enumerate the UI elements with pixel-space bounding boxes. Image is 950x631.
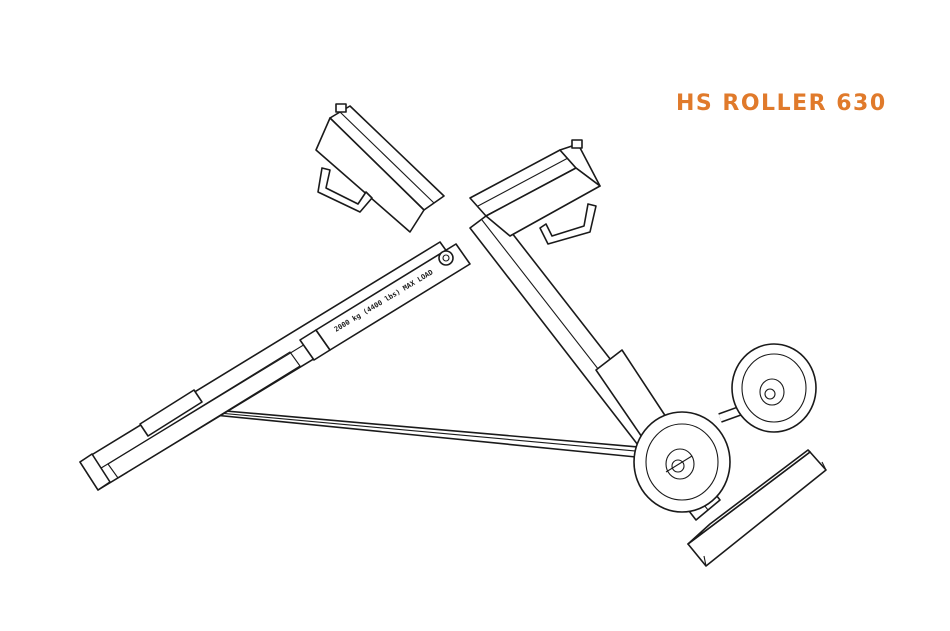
main-beam: 2000 kg (4400 lbs) MAX LOAD <box>79 241 471 491</box>
base-plate <box>687 449 827 567</box>
tie-rod <box>203 409 651 459</box>
rear-wheel <box>718 343 817 433</box>
upper-roller-left <box>315 103 445 233</box>
upper-roller-right <box>469 139 601 245</box>
product-title: HS ROLLER 630 <box>676 91 887 116</box>
front-wheel <box>633 411 731 513</box>
